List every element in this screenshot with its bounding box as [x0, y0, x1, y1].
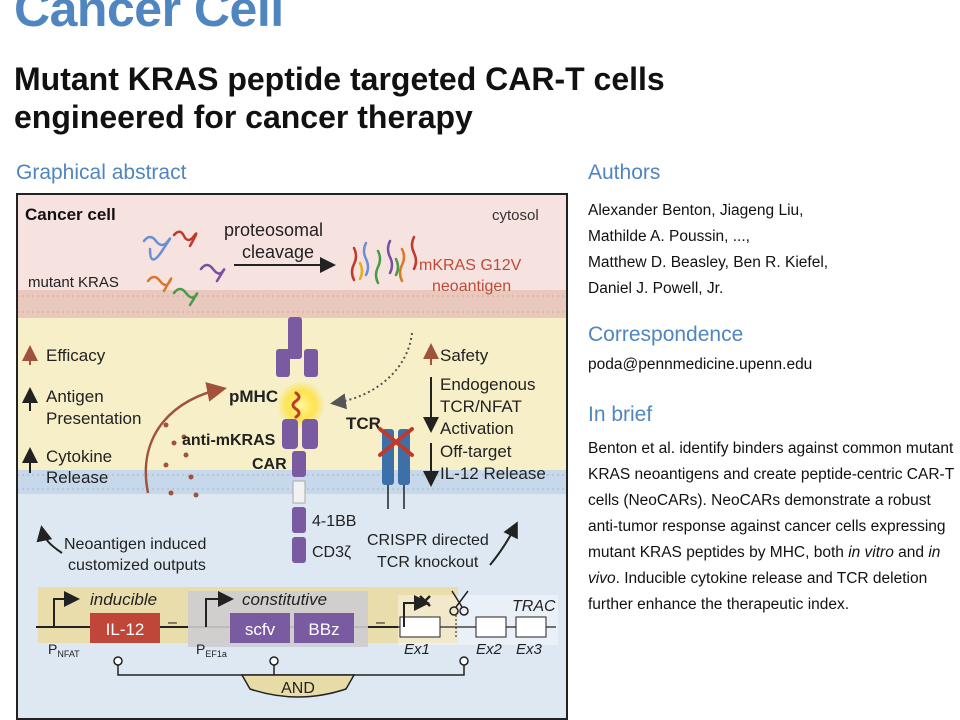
label-cytosol: cytosol — [492, 207, 539, 224]
author-line: Alexander Benton, Jiageng Liu, — [588, 202, 804, 219]
label-tcr: TCR — [346, 414, 381, 433]
label-pmhc: pMHC — [229, 387, 278, 406]
membrane-1-lipids — [17, 295, 567, 313]
neoantigen-output-arrow — [144, 382, 227, 494]
mhc-molecule — [276, 317, 318, 377]
label-release: Release — [46, 468, 108, 487]
in-brief-text: Benton et al. identify binders against c… — [588, 436, 958, 618]
trac-promoter-arrow — [403, 595, 430, 627]
bound-peptide — [291, 391, 301, 419]
abstract-border — [16, 193, 568, 720]
label-crispr-2: TCR knockout — [377, 554, 479, 571]
label-cleavage: cleavage — [242, 242, 314, 262]
peptide-fragments — [350, 235, 418, 285]
label-ex1: Ex1 — [404, 641, 430, 658]
scissors-icon — [449, 590, 469, 616]
car-receptor — [282, 419, 318, 477]
label-il12-release: IL-12 Release — [440, 464, 546, 483]
journal-name: Cancer Cell — [14, 0, 284, 37]
label-endogenous: Endogenous — [440, 375, 535, 394]
tcr-approach-arrow — [330, 332, 413, 410]
label-neo-out-2: customized outputs — [68, 557, 206, 574]
label-safety: Safety — [440, 346, 489, 365]
label-mutant-kras: mutant KRAS — [28, 274, 119, 291]
kras-protein-squiggles — [142, 230, 226, 307]
label-costim: 4-1BB — [312, 513, 356, 530]
label-scfv: scfv — [245, 620, 276, 639]
label-anti-mkras: anti-mKRAS — [182, 432, 276, 449]
label-p-nfat: PNFAT — [48, 641, 80, 659]
label-tcr-nfat: TCR/NFAT — [440, 397, 522, 416]
output-arrow-left — [36, 525, 63, 554]
label-trac: TRAC — [512, 598, 556, 615]
and-gate — [240, 674, 356, 698]
crispr-output-arrow — [489, 521, 518, 566]
authors-list: Alexander Benton, Jiageng Liu, Mathilde … — [588, 198, 958, 302]
exon-3 — [515, 616, 547, 638]
brief-segment: Benton et al. identify binders against c… — [588, 440, 954, 561]
cytosol-region — [17, 194, 567, 304]
label-constitutive: constitutive — [242, 590, 327, 609]
label-il12: IL-12 — [106, 620, 145, 639]
label-activation: Activation — [440, 419, 514, 438]
scfv-gene — [230, 613, 290, 643]
membrane-1 — [17, 290, 567, 318]
label-neo-out-1: Neoantigen induced — [64, 536, 206, 553]
label-neoantigen-1: mKRAS G12V — [419, 257, 522, 274]
in-brief-heading: In brief — [588, 403, 653, 426]
brief-segment: in vivo — [588, 544, 941, 587]
correspondence-email-link[interactable]: poda@pennmedicine.upenn.edu — [588, 356, 813, 373]
article-title: Mutant KRAS peptide targeted CAR-T cells… — [14, 60, 914, 136]
graphical-abstract-heading: Graphical abstract — [16, 161, 187, 184]
label-cd3z: CD3ζ — [312, 544, 351, 561]
graphical-abstract: Cancer cell cytosol proteosomal cleavage… — [16, 193, 568, 720]
label-proteosomal: proteosomal — [224, 220, 323, 240]
label-off-target: Off-target — [440, 442, 512, 461]
label-antigen: Antigen — [46, 387, 104, 406]
label-cancer-cell: Cancer cell — [25, 205, 116, 224]
label-neoantigen-2: neoantigen — [432, 278, 511, 295]
label-efficacy: Efficacy — [46, 346, 106, 365]
nfat-promoter-arrow — [53, 591, 80, 627]
label-inducible: inducible — [90, 590, 157, 609]
tcr-knockout-cross — [378, 427, 414, 457]
brief-segment: and — [893, 544, 929, 561]
label-and-gate: AND — [281, 680, 315, 697]
author-line: Mathilde A. Poussin, ..., — [588, 228, 750, 245]
label-car: CAR — [252, 456, 287, 473]
label-ex2: Ex2 — [476, 641, 503, 658]
label-presentation: Presentation — [46, 409, 141, 428]
ef1a-promoter-arrow — [205, 591, 234, 627]
label-ex3: Ex3 — [516, 641, 543, 658]
car-transmembrane — [292, 480, 306, 504]
label-p-ef1a: PEF1a — [196, 641, 227, 659]
exon-2 — [475, 616, 507, 638]
dash-2: – — [376, 614, 385, 631]
label-cytokine: Cytokine — [46, 447, 112, 466]
title-line-1: Mutant KRAS peptide targeted CAR-T cells — [14, 61, 665, 97]
costim-4-1bb — [292, 507, 306, 533]
correspondence-heading: Correspondence — [588, 323, 744, 346]
authors-heading: Authors — [588, 161, 661, 184]
exon-1 — [399, 616, 441, 638]
il12-gene — [90, 613, 160, 643]
bbz-gene — [294, 613, 354, 643]
brief-segment: in vitro — [848, 544, 894, 561]
membrane-2-lipids — [17, 474, 567, 490]
cd3z-domain — [292, 537, 306, 563]
dash-1: – — [168, 614, 177, 631]
author-line: Matthew D. Beasley, Ben R. Kiefel, — [588, 254, 829, 271]
brief-segment: . Inducible cytokine release and TCR del… — [588, 570, 928, 613]
knockout-x-icon — [419, 595, 431, 607]
label-crispr-1: CRISPR directed — [367, 532, 489, 549]
label-bbz: BBz — [308, 620, 339, 639]
cytokine-dots — [163, 422, 199, 498]
tcr-receptor — [382, 429, 410, 485]
title-line-2: engineered for cancer therapy — [14, 99, 473, 135]
peptide-glow — [277, 381, 325, 429]
author-line: Daniel J. Powell, Jr. — [588, 280, 724, 297]
